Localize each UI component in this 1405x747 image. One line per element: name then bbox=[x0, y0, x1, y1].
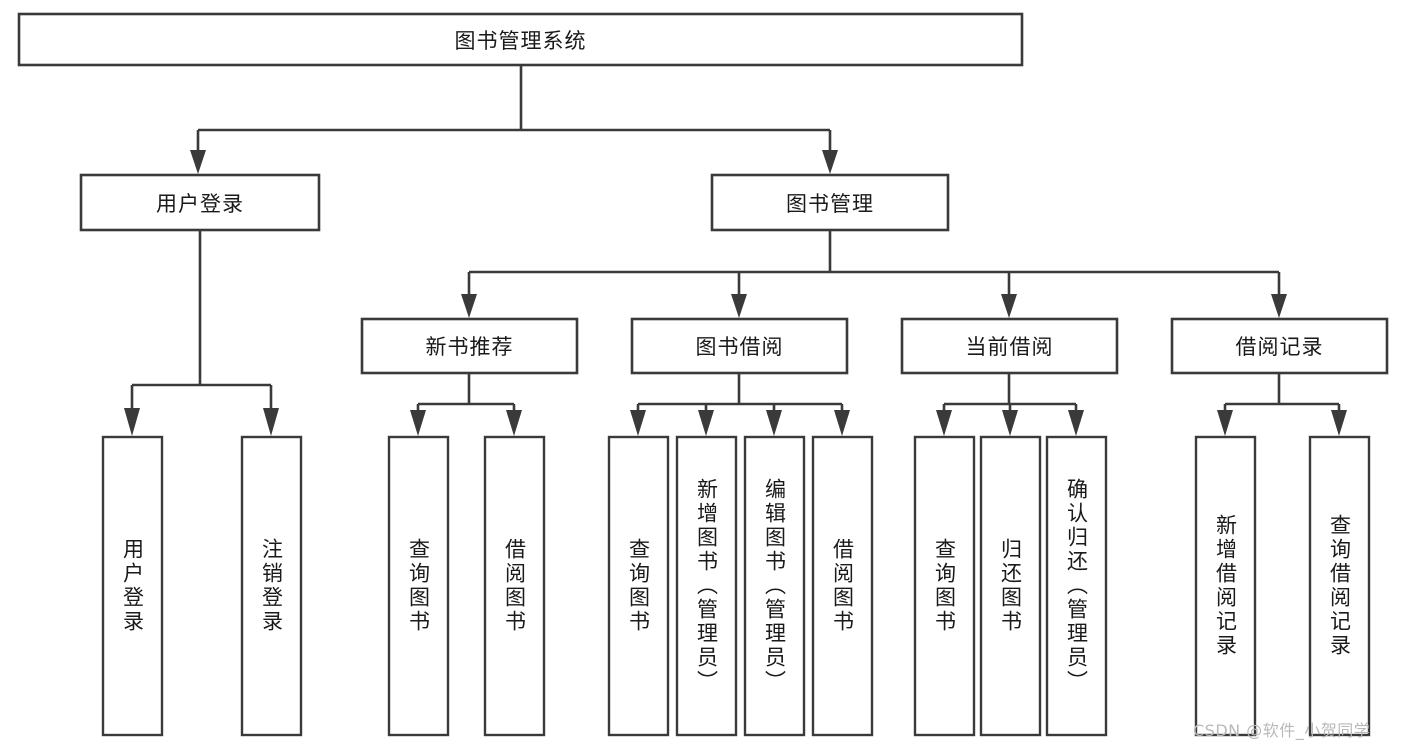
arrowhead-to-book-manage bbox=[822, 150, 838, 174]
node-current-borrow-box[interactable] bbox=[900, 317, 1119, 375]
node-borrow-record-box[interactable] bbox=[1170, 317, 1389, 375]
arrowhead-current-borrow-leaf-2 bbox=[1002, 410, 1018, 436]
leaf-box-book-borrow-4[interactable] bbox=[811, 435, 874, 737]
arrowhead-user-login-leaf-2 bbox=[263, 408, 279, 436]
leaf-box-book-borrow-3[interactable] bbox=[743, 435, 806, 737]
node-book-manage-box[interactable] bbox=[710, 173, 950, 232]
arrowhead-to-new-book bbox=[461, 294, 477, 318]
leaf-box-new-book-2[interactable] bbox=[483, 435, 546, 737]
arrowhead-new-book-leaf-1 bbox=[410, 410, 426, 436]
arrowhead-to-book-borrow bbox=[731, 294, 747, 318]
leaf-box-user-login-1[interactable] bbox=[101, 435, 164, 737]
arrowhead-book-borrow-leaf-1 bbox=[630, 410, 646, 436]
csdn-watermark: CSDN @软件_小贺同学 bbox=[1193, 721, 1371, 740]
arrowhead-to-current-borrow bbox=[1001, 294, 1017, 318]
arrowhead-user-login-leaf-1 bbox=[124, 408, 140, 436]
node-user-login-box[interactable] bbox=[79, 173, 321, 232]
leaf-box-borrow-record-1[interactable] bbox=[1194, 435, 1257, 737]
leaf-box-new-book-1[interactable] bbox=[387, 435, 450, 737]
leaf-box-current-borrow-1[interactable] bbox=[913, 435, 976, 737]
arrowhead-borrow-record-leaf-2 bbox=[1331, 410, 1347, 436]
arrowhead-borrow-record-leaf-1 bbox=[1217, 410, 1233, 436]
leaf-box-current-borrow-3[interactable] bbox=[1045, 435, 1108, 737]
node-new-book-box[interactable] bbox=[360, 317, 579, 375]
leaf-box-borrow-record-2[interactable] bbox=[1308, 435, 1371, 737]
arrowhead-book-borrow-leaf-2 bbox=[698, 410, 714, 436]
arrowhead-book-borrow-leaf-4 bbox=[834, 410, 850, 436]
arrowhead-to-borrow-record bbox=[1271, 294, 1287, 318]
arrowhead-current-borrow-leaf-1 bbox=[936, 410, 952, 436]
node-root-box[interactable] bbox=[17, 12, 1024, 67]
arrowhead-to-user-login bbox=[190, 150, 206, 174]
node-book-borrow-box[interactable] bbox=[630, 317, 849, 375]
leaf-box-user-login-2[interactable] bbox=[240, 435, 303, 737]
leaf-box-current-borrow-2[interactable] bbox=[979, 435, 1042, 737]
leaf-box-book-borrow-2[interactable] bbox=[675, 435, 738, 737]
arrowhead-book-borrow-leaf-3 bbox=[766, 410, 782, 436]
arrowhead-current-borrow-leaf-3 bbox=[1068, 410, 1084, 436]
leaf-box-book-borrow-1[interactable] bbox=[607, 435, 670, 737]
arrowhead-new-book-leaf-2 bbox=[506, 410, 522, 436]
